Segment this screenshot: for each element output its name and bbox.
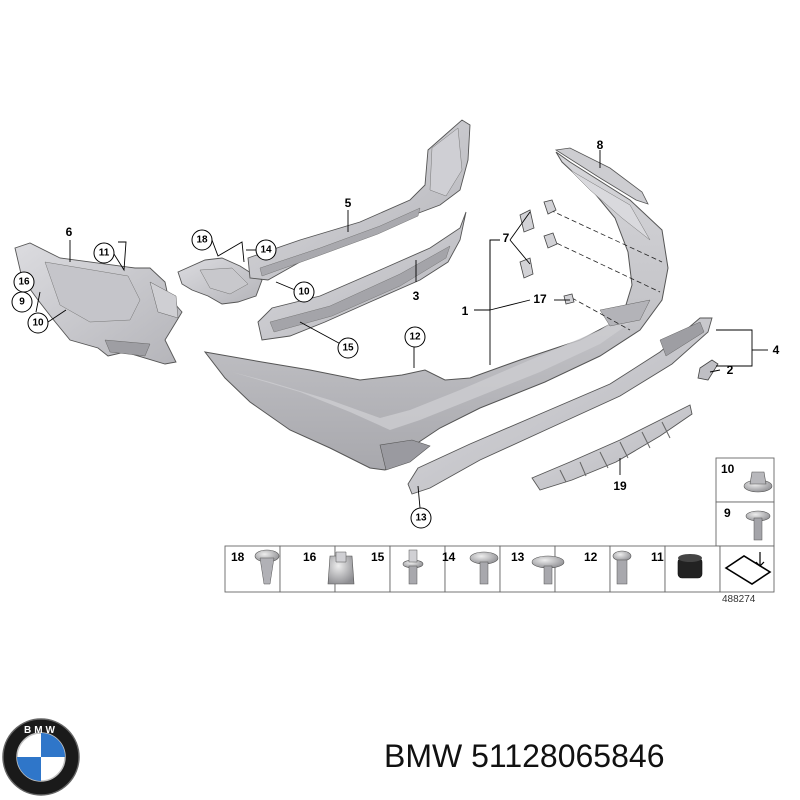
callout-8: 8 bbox=[596, 138, 604, 152]
callout-11: 11 bbox=[93, 242, 115, 264]
legend-shim-icon bbox=[724, 552, 772, 585]
fastener-10-nut bbox=[743, 471, 773, 493]
fastener-11-rubber-buffer bbox=[677, 554, 703, 579]
callout-1: 1 bbox=[461, 304, 469, 318]
callout-17: 17 bbox=[533, 292, 547, 306]
legend-num-15: 15 bbox=[371, 550, 385, 564]
brand-name: BMW bbox=[384, 738, 463, 774]
bmw-logo: BMW bbox=[2, 718, 80, 796]
callout-15: 15 bbox=[337, 337, 359, 359]
part-5-impact-absorber bbox=[247, 119, 471, 281]
callout-9: 9 bbox=[11, 291, 33, 313]
part-6-carrier-left bbox=[14, 242, 183, 365]
callout-5: 5 bbox=[344, 196, 352, 210]
legend-num-9: 9 bbox=[724, 506, 731, 520]
legend-num-13: 13 bbox=[511, 550, 525, 564]
part-3-carrier bbox=[257, 211, 467, 341]
callout-10-left: 10 bbox=[27, 312, 49, 334]
callout-7: 7 bbox=[502, 231, 510, 245]
brand-part-number: BMW 51128065846 bbox=[384, 740, 664, 772]
diagram-number: 488274 bbox=[722, 594, 756, 605]
callout-2: 2 bbox=[726, 363, 734, 377]
legend-num-14: 14 bbox=[442, 550, 456, 564]
legend-num-12: 12 bbox=[584, 550, 598, 564]
part-2-reflector bbox=[697, 359, 719, 381]
logo-lettering: BMW bbox=[24, 725, 58, 736]
callout-19: 19 bbox=[613, 479, 627, 493]
fastener-14-screw bbox=[469, 551, 499, 585]
callout-4: 4 bbox=[772, 343, 780, 357]
fastener-15-expanding-rivet bbox=[402, 549, 424, 585]
legend-num-16: 16 bbox=[303, 550, 317, 564]
callout-10-right: 10 bbox=[293, 281, 315, 303]
part-19-lower-diffuser bbox=[531, 404, 693, 491]
fastener-18-clip bbox=[254, 549, 280, 585]
callout-13: 13 bbox=[410, 507, 432, 529]
part-4-diffuser-trim bbox=[407, 317, 713, 495]
callout-18: 18 bbox=[191, 229, 213, 251]
part-8-trim-strip bbox=[554, 147, 649, 205]
fastener-13-screw bbox=[531, 555, 565, 585]
part-18-bracket bbox=[177, 257, 263, 305]
callout-14: 14 bbox=[255, 239, 277, 261]
callout-16: 16 bbox=[13, 271, 35, 293]
part-number: 51128065846 bbox=[471, 738, 665, 774]
fastener-12-bolt bbox=[612, 550, 632, 585]
callout-12: 12 bbox=[404, 326, 426, 348]
fastener-9-screw bbox=[745, 510, 771, 541]
part-1-bumper-cover bbox=[203, 151, 669, 471]
callout-3: 3 bbox=[412, 289, 420, 303]
fastener-16-clip-nut bbox=[327, 551, 355, 585]
callout-6: 6 bbox=[65, 225, 73, 239]
part-7-clips bbox=[519, 199, 575, 305]
legend-num-18: 18 bbox=[231, 550, 245, 564]
legend-num-11: 11 bbox=[651, 550, 664, 564]
legend-num-10: 10 bbox=[721, 462, 735, 476]
